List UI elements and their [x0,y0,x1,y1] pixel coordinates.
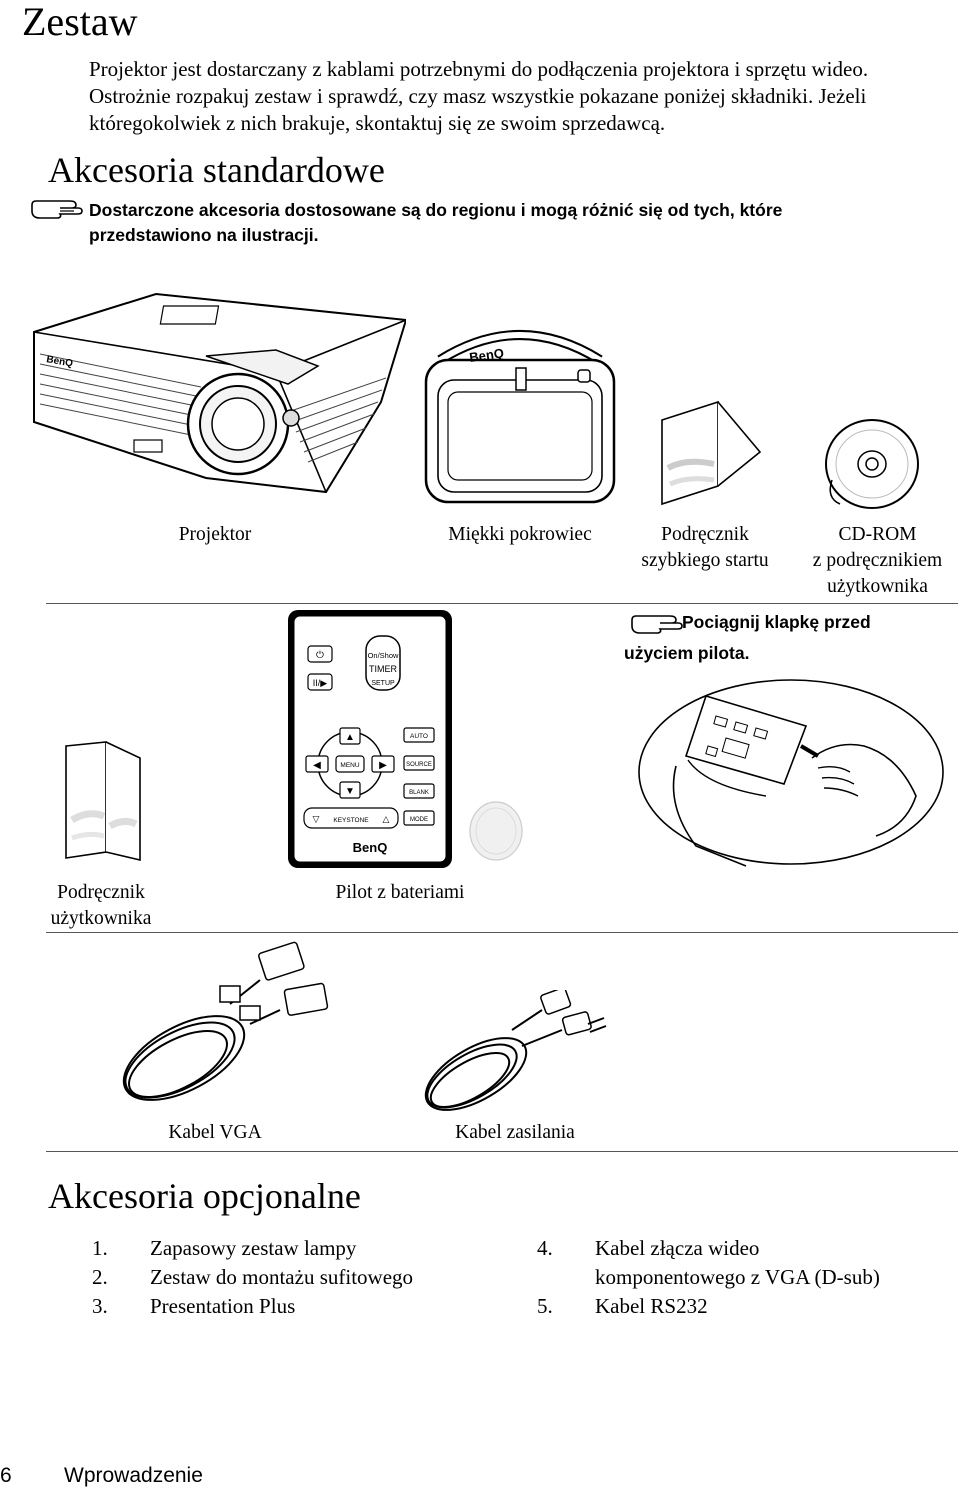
remote-blank-label: BLANK [409,790,429,796]
list-item: 4. Kabel złącza wideo komponentowego z V… [537,1236,880,1289]
remote-timer-label: TIMER [369,664,397,674]
remote-note-line1: Pociągnij klapkę przed [682,612,871,632]
caption-manual-line2: użytkownika [50,908,152,929]
remote-note-line2: użyciem pilota. [624,643,750,663]
caption-cd-line1: CD-ROM [838,524,917,545]
remote-logo: BenQ [353,840,388,855]
projector-image: BenQ [26,292,408,507]
svg-text:△: △ [383,814,390,824]
caption-vga-cable: Kabel VGA [168,1122,262,1143]
svg-text:II/▶: II/▶ [313,678,328,688]
divider-row3 [46,1151,958,1152]
user-manual-image [62,740,146,869]
cd-rom-image [822,418,922,515]
caption-cd-rom: CD-ROM z podręcznikiem użytkownika [800,522,955,600]
svg-text:▽: ▽ [313,814,320,824]
svg-text:▼: ▼ [345,786,355,797]
remote-control-image: ⏻ II/▶ On/Show TIMER SETUP ▲ ◀ ▶ MENU ▼ … [286,608,456,877]
page-title: Zestaw [22,0,138,44]
divider-row2 [46,932,958,933]
regional-note: Dostarczone akcesoria dostosowane są do … [89,200,783,245]
list-item: 5. Kabel RS232 [537,1294,708,1318]
caption-carry-case: Miękki pokrowiec [448,524,592,545]
remote-source-label: SOURCE [406,762,432,768]
remote-note-hand-icon [630,612,684,641]
battery-image [468,800,524,867]
power-cable-image [412,987,622,1125]
projector-logo: BenQ [45,354,73,370]
list-item: 2. Zestaw do montażu sufitowego [92,1265,414,1289]
svg-text:▶: ▶ [379,760,387,771]
list-item: 3. Presentation Plus [92,1294,296,1318]
note-hand-icon [30,197,84,226]
remote-keystone-label: KEYSTONE [333,817,369,824]
remote-auto-label: AUTO [410,733,428,740]
optional-list-left: 1. Zapasowy zestaw lampy 2. Zestaw do mo… [92,1234,492,1324]
vga-cable-image [100,940,330,1115]
list-item: 1. Zapasowy zestaw lampy [92,1236,357,1260]
caption-cd-line3: użytkownika [827,576,928,597]
divider-row1 [46,603,958,604]
standard-accessories-heading: Akcesoria standardowe [48,150,385,190]
optional-list-right: 4. Kabel złącza wideo komponentowego z V… [537,1234,937,1324]
caption-quick-start-line1: Podręcznik [661,524,749,545]
quick-start-guide-image [656,398,766,513]
caption-manual-line1: Podręcznik [57,882,145,903]
remote-tab-illustration [636,676,946,881]
optional-accessories-heading: Akcesoria opcjonalne [48,1176,361,1216]
footer-page-number: 6 [0,1464,12,1487]
carry-case-image: BenQ [420,320,620,515]
remote-setup-label: SETUP [371,680,395,687]
remote-menu-label: MENU [340,762,359,769]
caption-quick-start-guide: Podręcznik szybkiego startu [620,522,790,574]
caption-remote: Pilot z bateriami [335,882,465,903]
caption-projector: Projektor [178,524,252,545]
case-logo: BenQ [468,345,504,365]
svg-text:⏻: ⏻ [316,650,324,661]
caption-user-manual: Podręcznik użytkownika [36,880,166,932]
remote-onshow-label: On/Show [368,651,399,660]
footer-section: Wprowadzenie [64,1464,203,1487]
remote-mode-label: MODE [410,817,428,823]
svg-text:◀: ◀ [313,760,321,771]
caption-quick-start-line2: szybkiego startu [641,550,769,571]
caption-cd-line2: z podręcznikiem [812,550,943,571]
intro-paragraph: Projektor jest dostarczany z kablami pot… [89,57,869,135]
svg-text:▲: ▲ [345,732,355,743]
caption-power-cable: Kabel zasilania [455,1122,575,1143]
